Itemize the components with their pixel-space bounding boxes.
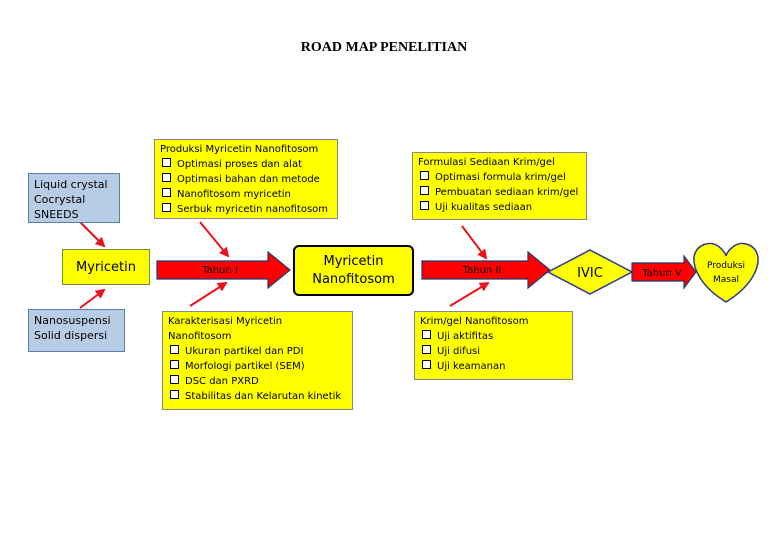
- list-item: Uji keamanan: [420, 359, 567, 374]
- year2-formulation-box: Formulasi Sediaan Krim/gel Optimasi form…: [412, 152, 587, 220]
- checkbox-icon: [170, 345, 179, 354]
- checkbox-icon: [170, 375, 179, 384]
- arrow-tahun-5: [631, 254, 697, 290]
- arrow-tahun-1: [156, 250, 291, 290]
- year1-characterization-box: Karakterisasi Myricetin Nanofitosom Ukur…: [162, 311, 353, 410]
- year1-production-box: Produksi Myricetin Nanofitosom Optimasi …: [154, 139, 338, 219]
- checkbox-icon: [420, 171, 429, 180]
- heart-shape: [693, 242, 759, 303]
- nanofitosom-line-1: Myricetin: [323, 253, 384, 269]
- arrow-tahun-5-label: Tahun V: [641, 268, 682, 279]
- list-item: Serbuk myricetin nanofitosom: [160, 202, 332, 217]
- checkbox-icon: [162, 203, 171, 212]
- input-item: Cocrystal: [34, 193, 86, 206]
- list-item: Uji aktifitas: [420, 329, 567, 344]
- arrow-tahun-2-label: Tahun II: [462, 265, 502, 276]
- list-item: DSC dan PXRD: [168, 374, 347, 389]
- list-item: Nanofitosom myricetin: [160, 187, 332, 202]
- ivic-label: IVIC: [577, 266, 603, 281]
- box-heading: Formulasi Sediaan Krim/gel: [418, 157, 555, 168]
- year2-testing-box: Krim/gel Nanofitosom Uji aktifitas Uji d…: [414, 311, 573, 380]
- input-item: Nanosuspensi: [34, 314, 111, 327]
- input-item: Liquid crystal: [34, 178, 108, 191]
- input-item: SNEEDS: [34, 208, 79, 221]
- inputs-bottom-box: Nanosuspensi Solid dispersi: [28, 309, 125, 352]
- pointer-inputs-top: [79, 221, 106, 248]
- pointer-year2-bottom: [449, 281, 490, 307]
- inputs-top-box: Liquid crystal Cocrystal SNEEDS: [28, 173, 120, 223]
- ivic-diamond: [546, 249, 634, 295]
- checkbox-icon: [420, 186, 429, 195]
- pointer-inputs-bottom: [79, 288, 106, 309]
- box-heading: Produksi Myricetin Nanofitosom: [160, 144, 319, 155]
- end-node-line-2: Masal: [713, 275, 739, 285]
- checkbox-icon: [422, 360, 431, 369]
- checkbox-icon: [422, 330, 431, 339]
- checkbox-icon: [420, 201, 429, 210]
- list-item: Uji kualitas sediaan: [418, 200, 581, 215]
- myricetin-label: Myricetin: [76, 259, 136, 275]
- list-item: Pembuatan sediaan krim/gel: [418, 185, 581, 200]
- myricetin-node: Myricetin: [62, 249, 150, 285]
- list-item: Ukuran partikel dan PDI: [168, 344, 347, 359]
- checkbox-icon: [170, 390, 179, 399]
- checkbox-icon: [162, 173, 171, 182]
- nanofitosom-node: Myricetin Nanofitosom: [293, 245, 414, 296]
- box-heading: Krim/gel Nanofitosom: [420, 316, 529, 327]
- list-item: Optimasi bahan dan metode: [160, 172, 332, 187]
- checkbox-icon: [162, 158, 171, 167]
- pointer-year2-top: [461, 225, 488, 260]
- arrow-tahun-1-label: Tahun I: [201, 265, 238, 276]
- box-heading: Karakterisasi Myricetin Nanofitosom: [168, 316, 283, 342]
- list-item: Optimasi formula krim/gel: [418, 170, 581, 185]
- list-item: Optimasi proses dan alat: [160, 157, 332, 172]
- list-item: Uji difusi: [420, 344, 567, 359]
- list-item: Stabilitas dan Kelarutan kinetik: [168, 389, 347, 404]
- input-item: Solid dispersi: [34, 329, 108, 342]
- nanofitosom-line-2: Nanofitosom: [312, 271, 395, 287]
- list-item: Morfologi partikel (SEM): [168, 359, 347, 374]
- pointer-year1-bottom: [189, 281, 228, 307]
- checkbox-icon: [162, 188, 171, 197]
- checkbox-icon: [422, 345, 431, 354]
- end-node-line-1: Produksi: [707, 261, 745, 271]
- page-title: ROAD MAP PENELITIAN: [300, 40, 468, 55]
- checkbox-icon: [170, 360, 179, 369]
- pointer-year1-top: [199, 221, 230, 258]
- arrow-tahun-2: [421, 250, 551, 290]
